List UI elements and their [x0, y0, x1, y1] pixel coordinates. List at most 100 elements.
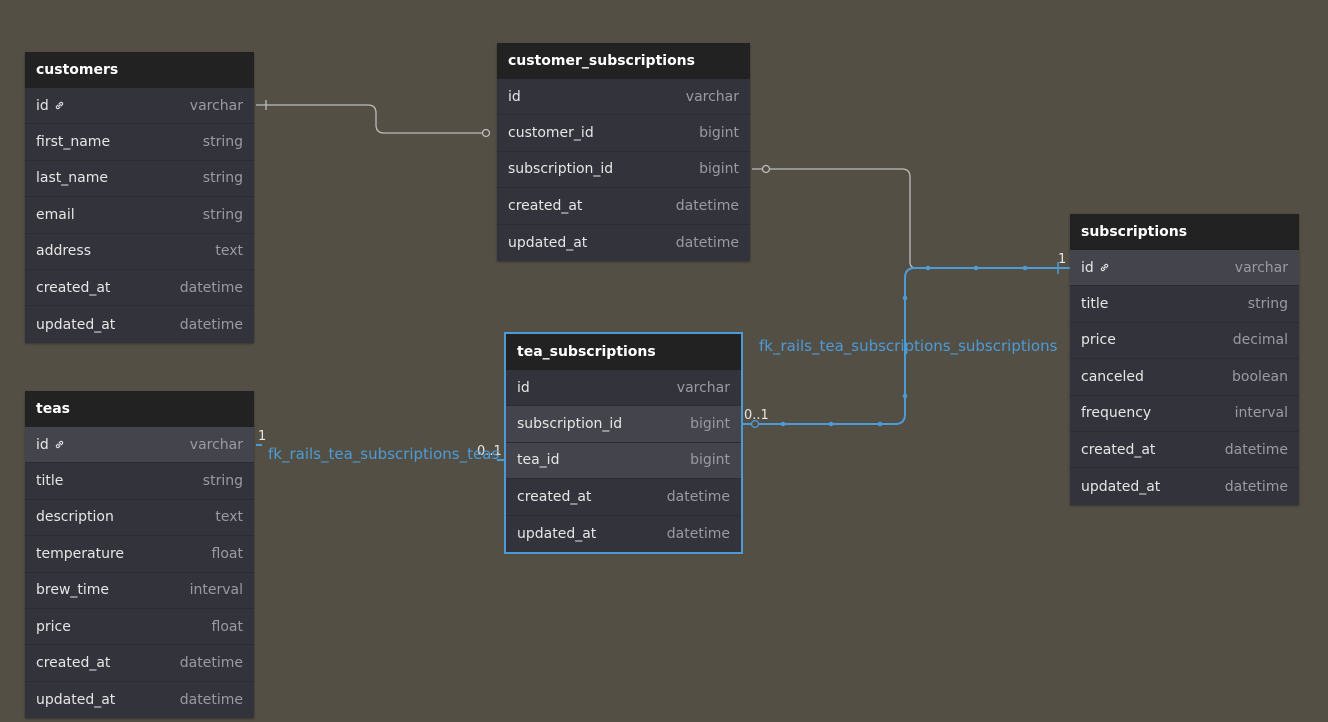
- column-row-tea_id[interactable]: tea_id bigint: [506, 442, 741, 480]
- column-name-text: title: [1081, 296, 1109, 313]
- column-name: price: [1081, 332, 1116, 348]
- column-name: updated_at: [36, 317, 115, 333]
- line-handle-dot: [902, 393, 908, 399]
- column-name: last_name: [36, 170, 108, 186]
- column-type: datetime: [1224, 478, 1288, 495]
- column-type: bigint: [699, 125, 739, 142]
- column-name: frequency: [1081, 405, 1151, 421]
- column-type: varchar: [1234, 259, 1288, 276]
- column-name-text: id: [36, 97, 49, 114]
- column-name: id: [517, 380, 530, 396]
- column-name-text: updated_at: [1081, 478, 1161, 495]
- column-row-id[interactable]: id varchar: [506, 370, 741, 407]
- relationship-line-customers[interactable]: [256, 104, 482, 134]
- table-title[interactable]: teas: [25, 391, 254, 427]
- column-name: subscription_id: [517, 416, 622, 432]
- column-name: address: [36, 243, 91, 259]
- relationship-line-tea-subscriptions-subscriptions[interactable]: [742, 267, 1070, 425]
- column-row-id[interactable]: id varchar: [25, 427, 254, 464]
- column-name: brew_time: [36, 582, 109, 598]
- column-name-text: customer_id: [508, 125, 594, 142]
- column-row-id[interactable]: id varchar: [497, 79, 750, 116]
- column-type: varchar: [189, 436, 243, 453]
- column-type: string: [202, 170, 243, 187]
- column-type: bigint: [690, 452, 730, 469]
- column-name-text: email: [36, 206, 75, 223]
- table-title[interactable]: tea_subscriptions: [506, 334, 741, 370]
- column-type: datetime: [179, 655, 243, 672]
- column-name: tea_id: [517, 452, 559, 468]
- column-row-frequency[interactable]: frequency interval: [1070, 396, 1299, 432]
- column-name-text: created_at: [1081, 441, 1156, 458]
- cardinality-zero-circle: [481, 128, 491, 138]
- line-handle-dot: [973, 265, 979, 271]
- table-title[interactable]: customer_subscriptions: [497, 43, 750, 79]
- column-row-created_at[interactable]: created_at datetime: [25, 645, 254, 682]
- column-type: string: [202, 473, 243, 490]
- column-type: string: [202, 134, 243, 151]
- column-name: title: [1081, 296, 1108, 312]
- column-name-text: title: [36, 473, 64, 490]
- table-title[interactable]: customers: [25, 52, 254, 88]
- column-name: id: [36, 437, 65, 453]
- link-key-icon: [1100, 263, 1108, 272]
- table-title[interactable]: subscriptions: [1070, 214, 1299, 250]
- column-name: id: [1081, 260, 1110, 276]
- column-name-text: created_at: [36, 655, 111, 672]
- column-type: varchar: [676, 379, 730, 396]
- column-row-id[interactable]: id varchar: [1070, 250, 1299, 287]
- column-row-subscription_id[interactable]: subscription_id bigint: [497, 152, 750, 189]
- column-name: canceled: [1081, 369, 1144, 385]
- column-type: varchar: [685, 88, 739, 105]
- column-row-customer_id[interactable]: customer_id bigint: [497, 115, 750, 152]
- link-key-icon: [55, 440, 63, 449]
- column-row-title[interactable]: title string: [25, 463, 254, 500]
- column-name-text: id: [517, 379, 530, 396]
- column-row-updated_at[interactable]: updated_at datetime: [1070, 468, 1299, 504]
- column-name: description: [36, 509, 114, 525]
- column-name-text: tea_id: [517, 452, 560, 469]
- column-name: created_at: [508, 198, 582, 214]
- column-name-text: subscription_id: [508, 161, 614, 178]
- column-type: interval: [1234, 405, 1288, 422]
- cardinality-label: 0..1: [477, 444, 502, 459]
- relationship-line-customer-subscriptions[interactable]: [752, 168, 917, 269]
- column-name-text: updated_at: [36, 691, 116, 708]
- column-type: float: [211, 618, 243, 635]
- column-name: updated_at: [1081, 479, 1160, 495]
- column-name-text: id: [508, 88, 521, 105]
- column-row-last_name[interactable]: last_name string: [25, 161, 254, 198]
- column-name: customer_id: [508, 125, 594, 141]
- column-name-text: subscription_id: [517, 416, 623, 433]
- column-name-text: canceled: [1081, 368, 1144, 385]
- column-name: title: [36, 473, 63, 489]
- column-type: datetime: [666, 525, 730, 542]
- column-type: bigint: [699, 161, 739, 178]
